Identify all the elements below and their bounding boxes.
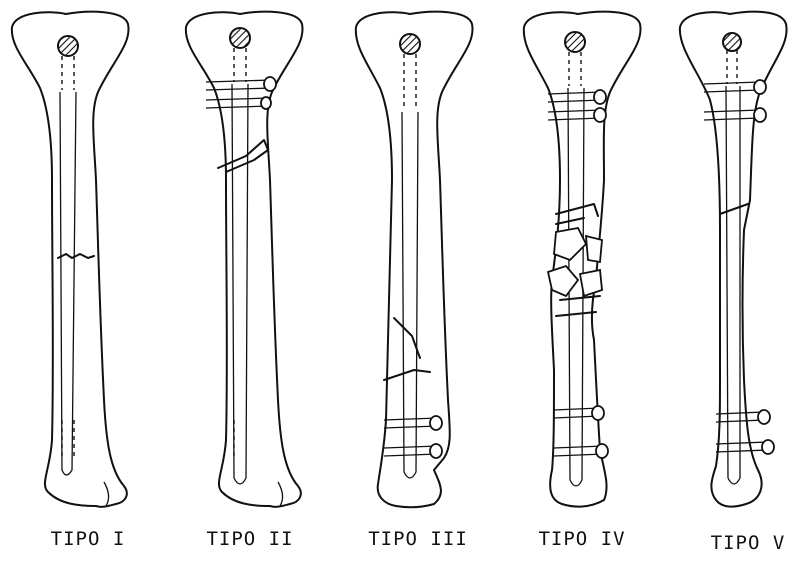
label-tipo-3: TIPO III [368, 528, 468, 550]
bone-type-2 [186, 12, 303, 507]
fracture-line [720, 204, 748, 214]
nail-entry-hole [565, 32, 585, 52]
nail-entry-hole [723, 33, 741, 51]
label-tipo-5: TIPO V [711, 532, 786, 554]
intramedullary-nail [402, 112, 418, 478]
nail-entry-hole [230, 28, 250, 48]
fracture-line [58, 254, 94, 258]
proximal-locking-screw [206, 80, 272, 90]
nail-entry-hole [400, 34, 420, 54]
intramedullary-nail [726, 86, 740, 484]
intramedullary-nail [60, 92, 76, 475]
bone-type-3 [356, 12, 473, 508]
comminuted-fragments [556, 204, 598, 224]
label-tipo-4: TIPO IV [538, 528, 625, 550]
proximal-locking-screw [704, 82, 760, 92]
nail-entry-hole [58, 36, 78, 56]
label-tipo-1: TIPO I [51, 528, 126, 550]
fracture-line [384, 318, 430, 380]
bone-type-5 [680, 12, 787, 507]
bone-type-1 [12, 12, 129, 507]
bone-type-4 [524, 12, 641, 507]
label-tipo-2: TIPO II [206, 528, 293, 550]
